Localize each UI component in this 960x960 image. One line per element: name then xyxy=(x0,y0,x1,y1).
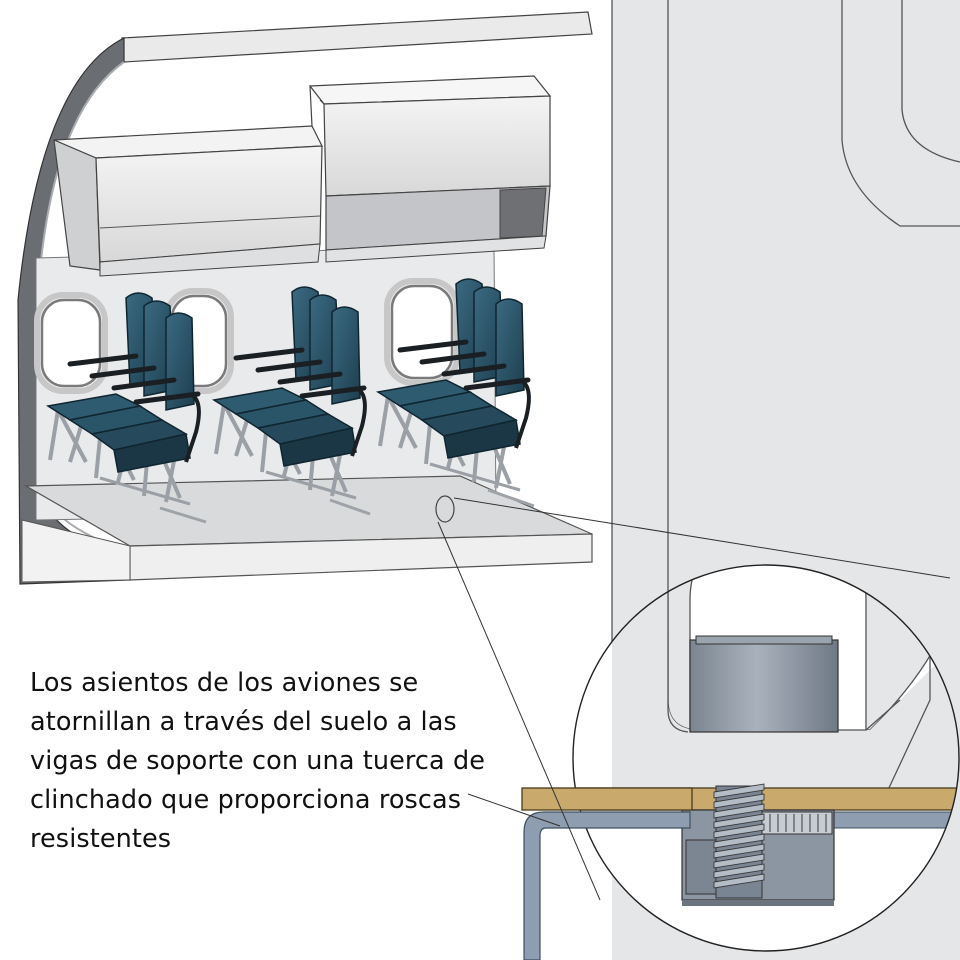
caption-line-1: Los asientos de los aviones se xyxy=(30,668,419,698)
caption-line-5: resistentes xyxy=(30,824,172,854)
cabin-cutaway xyxy=(17,11,593,585)
support-beam xyxy=(521,787,693,960)
caption-line-2: atornillan a través del suelo a las xyxy=(30,707,457,737)
leader-lines xyxy=(437,497,951,901)
caption-line-4: clinchado que proporciona roscas xyxy=(30,785,462,815)
caption: Los asientos de los aviones se atornilla… xyxy=(30,664,500,859)
caption-line-3: vigas de soporte con una tuerca de xyxy=(30,746,486,776)
